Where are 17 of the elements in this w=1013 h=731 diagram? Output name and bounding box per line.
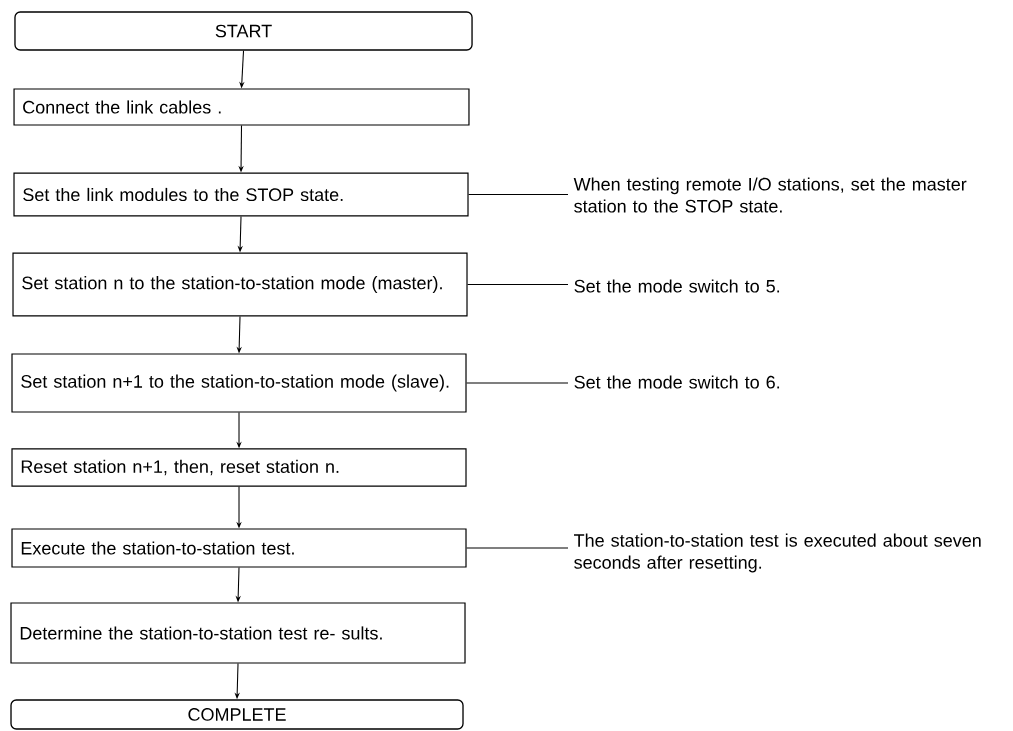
process-box: Set station n to the station-to-station mode (master). bbox=[12, 252, 468, 317]
leader-line bbox=[466, 382, 569, 384]
terminal-box: COMPLETE bbox=[10, 699, 464, 730]
process-box: Connect the link cables . bbox=[13, 88, 470, 126]
process-box: Reset station n+1, then, reset station n. bbox=[11, 448, 467, 487]
note-text: Set the mode switch to 6. bbox=[574, 375, 780, 389]
terminal-box: START bbox=[14, 11, 473, 51]
process-box: Determine the station-to-station test re- sults. bbox=[10, 602, 466, 664]
process-box: Execute the station-to-station test. bbox=[11, 528, 467, 568]
note-text: Set the mode switch to 5. bbox=[574, 279, 780, 293]
note-text: When testing remote I/O stations, set the master station to the STOP state. bbox=[573, 177, 967, 213]
leader-line bbox=[466, 547, 569, 549]
leader-line bbox=[467, 283, 569, 286]
leader-line bbox=[468, 193, 569, 196]
process-box: Set station n+1 to the station-to-station mode (slave). bbox=[11, 353, 467, 413]
note-text: The station-to-station test is executed about seven seconds after resetting. bbox=[574, 533, 981, 573]
process-box: Set the link modules to the STOP state. bbox=[13, 172, 469, 217]
